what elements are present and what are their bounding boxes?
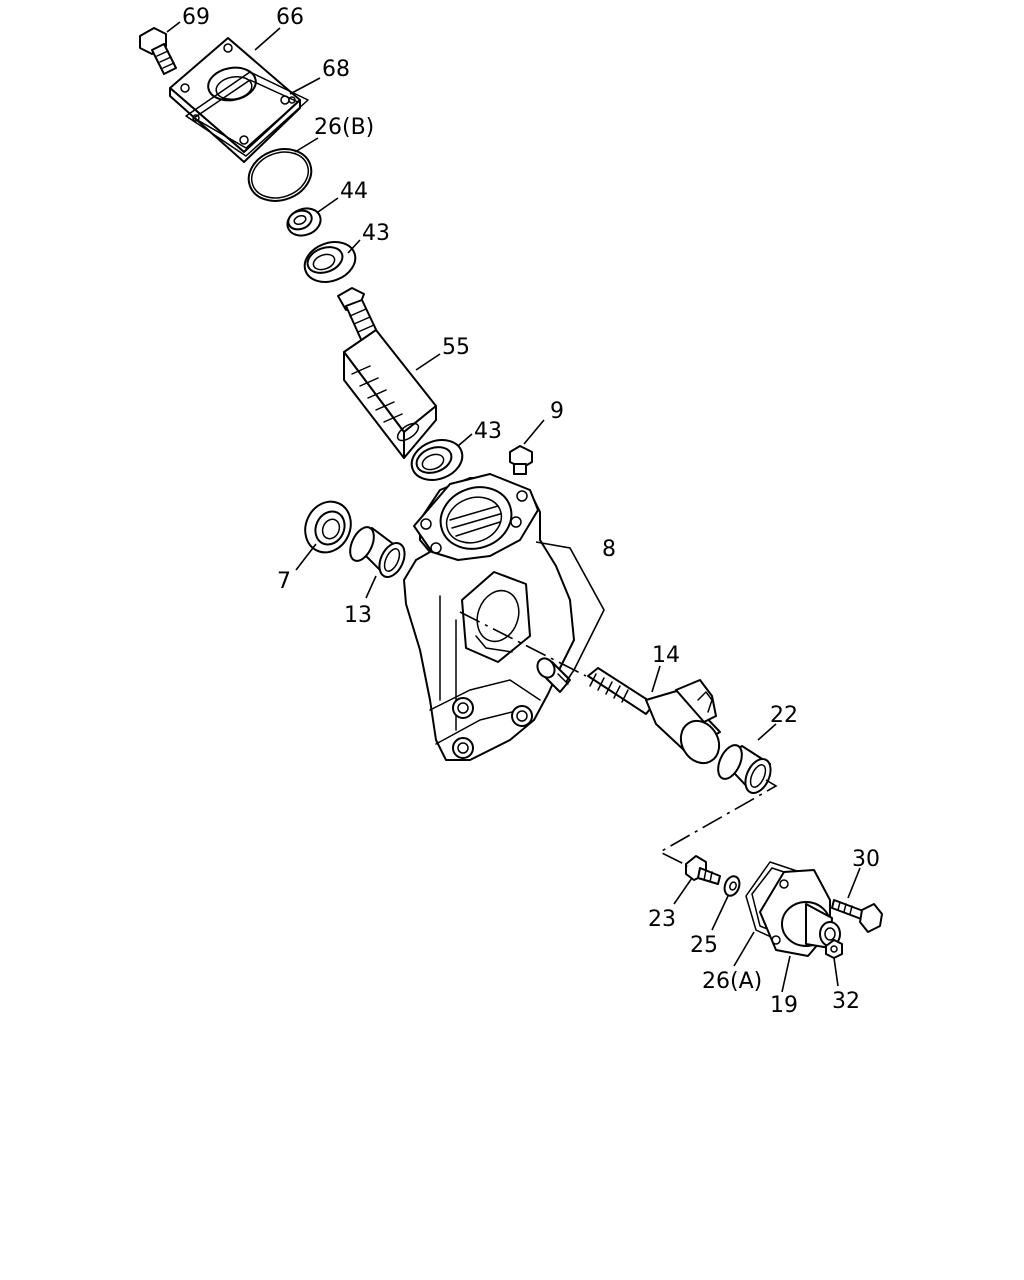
callout-8: 8: [602, 537, 616, 562]
part-25-washer: [723, 875, 741, 897]
callout-26a: 26(A): [702, 969, 762, 994]
callout-26b: 26(B): [314, 115, 374, 140]
callout-69: 69: [182, 5, 210, 30]
part-30-bolt: [831, 899, 883, 933]
callout-13: 13: [344, 603, 372, 628]
callout-19: 19: [770, 993, 798, 1018]
assembly-center-lines: [459, 611, 778, 867]
part-68-gasket: [185, 71, 309, 157]
leader-lines: [166, 21, 861, 993]
callout-55: 55: [442, 335, 470, 360]
callout-7: 7: [277, 569, 291, 594]
part-26b-o-ring: [247, 148, 313, 202]
part-19-side-cover: [759, 869, 841, 957]
part-22-needle-bearing: [717, 744, 772, 794]
callout-25: 25: [690, 933, 718, 958]
callout-14: 14: [652, 643, 680, 668]
callout-43-upper: 43: [362, 221, 390, 246]
part-43-lower-seal: [410, 439, 464, 481]
part-7-bearing: [304, 500, 352, 554]
callout-32: 32: [832, 989, 860, 1014]
callout-68: 68: [322, 57, 350, 82]
callout-43-lower: 43: [474, 419, 502, 444]
callout-44: 44: [340, 179, 368, 204]
callout-30: 30: [852, 847, 880, 872]
part-9-plug: [509, 445, 533, 475]
callout-23: 23: [648, 907, 676, 932]
part-44-bearing: [286, 207, 322, 237]
callout-22: 22: [770, 703, 798, 728]
part-55-rack-piston: [337, 287, 437, 459]
part-32-nut: [825, 939, 843, 959]
part-69-bolt: [139, 27, 177, 75]
part-23-bolt: [685, 855, 721, 885]
callout-66: 66: [276, 5, 304, 30]
part-14-sector-shaft: [587, 667, 721, 765]
part-13-needle-bearing: [349, 526, 406, 578]
callout-labels: 69 66 68 26(B) 44 43 55 43 9 8 7 13 14 2…: [182, 5, 880, 1018]
part-43-upper-seal: [303, 241, 357, 283]
part-66-cover-plate: [169, 37, 301, 163]
callout-9: 9: [550, 399, 564, 424]
part-8-gear-housing: [403, 473, 575, 761]
